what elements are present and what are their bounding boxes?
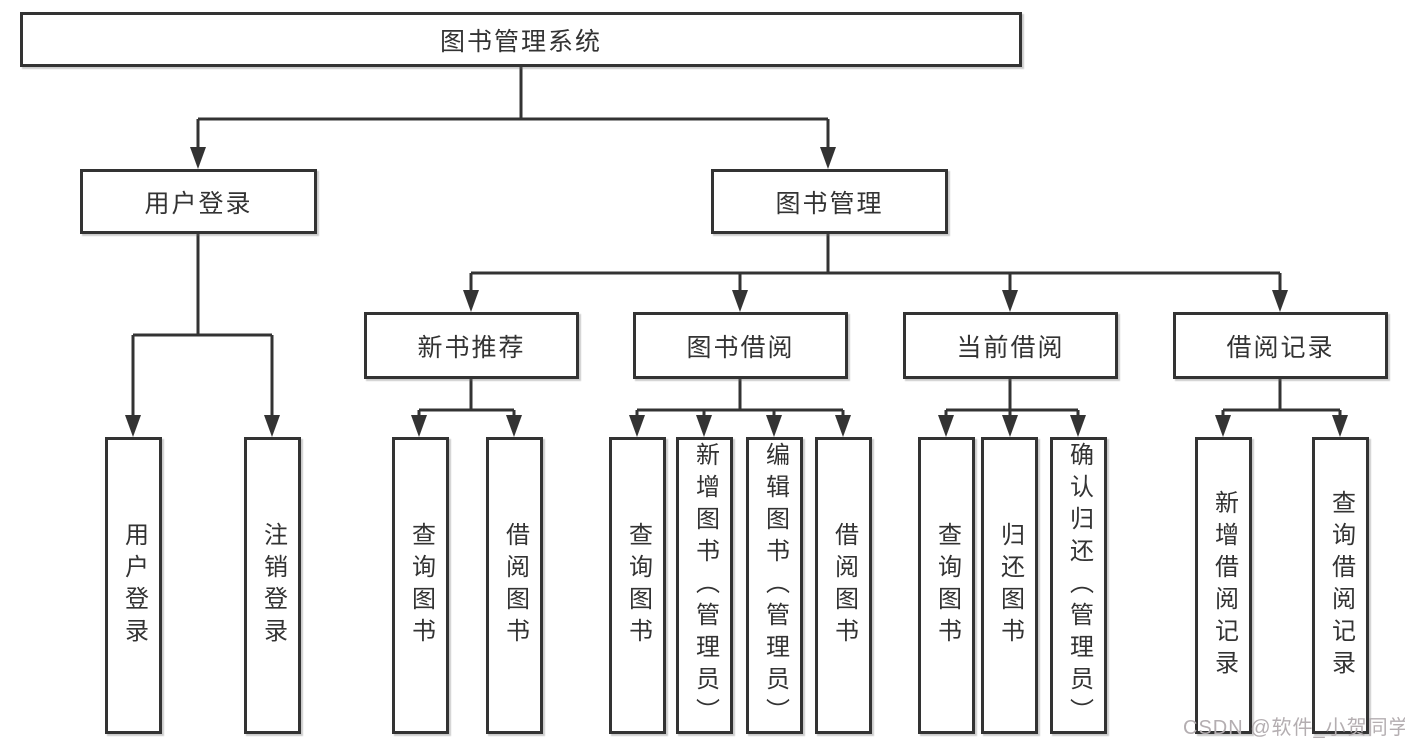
node-current-borrowing-label: 当前借阅 xyxy=(956,333,1065,362)
leaf-return-book: 归还图书 xyxy=(981,437,1038,734)
node-root-system: 图书管理系统 xyxy=(20,12,1022,67)
leaf-borrow-books-label: 借阅图书 xyxy=(830,521,858,650)
leaf-query-books-current-label: 查询图书 xyxy=(933,521,961,650)
node-new-book-recommend-label: 新书推荐 xyxy=(417,333,526,362)
leaf-edit-book-admin-label: 编辑图书（管理员） xyxy=(761,441,789,730)
node-current-borrowing: 当前借阅 xyxy=(903,312,1118,379)
leaf-query-books-current: 查询图书 xyxy=(918,437,975,734)
leaf-confirm-return-admin-label: 确认归还（管理员） xyxy=(1065,441,1093,730)
leaf-logout: 注销登录 xyxy=(244,437,301,734)
csdn-watermark: CSDN @软件_小贺同学 xyxy=(1183,717,1405,739)
leaf-borrow-books-recommend-label: 借阅图书 xyxy=(501,521,529,650)
leaf-add-borrow-record-label: 新增借阅记录 xyxy=(1210,489,1238,682)
leaf-query-books-recommend-label: 查询图书 xyxy=(407,521,435,650)
leaf-query-books-borrowing-label: 查询图书 xyxy=(624,521,652,650)
node-borrowing-records-label: 借阅记录 xyxy=(1226,333,1335,362)
node-user-login: 用户登录 xyxy=(80,169,317,234)
node-borrowing-records: 借阅记录 xyxy=(1173,312,1388,379)
leaf-add-book-admin-label: 新增图书（管理员） xyxy=(691,441,719,730)
leaf-user-login-label: 用户登录 xyxy=(120,521,148,650)
leaf-confirm-return-admin: 确认归还（管理员） xyxy=(1050,437,1107,734)
leaf-logout-label: 注销登录 xyxy=(259,521,287,650)
leaf-query-books-borrowing: 查询图书 xyxy=(609,437,666,734)
leaf-add-book-admin: 新增图书（管理员） xyxy=(676,437,733,734)
node-user-login-label: 用户登录 xyxy=(144,189,253,218)
node-root-label: 图书管理系统 xyxy=(439,27,602,56)
leaf-edit-book-admin: 编辑图书（管理员） xyxy=(746,437,803,734)
node-new-book-recommend: 新书推荐 xyxy=(364,312,579,379)
node-book-borrowing-label: 图书借阅 xyxy=(686,333,795,362)
leaf-borrow-books-recommend: 借阅图书 xyxy=(486,437,543,734)
leaf-query-borrow-record-label: 查询借阅记录 xyxy=(1327,489,1355,682)
leaf-query-borrow-record: 查询借阅记录 xyxy=(1312,437,1369,734)
node-book-borrowing: 图书借阅 xyxy=(633,312,848,379)
node-book-management: 图书管理 xyxy=(711,169,948,234)
leaf-borrow-books: 借阅图书 xyxy=(815,437,872,734)
node-book-management-label: 图书管理 xyxy=(775,189,884,218)
leaf-return-book-label: 归还图书 xyxy=(996,521,1024,650)
leaf-query-books-recommend: 查询图书 xyxy=(392,437,449,734)
leaf-add-borrow-record: 新增借阅记录 xyxy=(1195,437,1252,734)
leaf-user-login: 用户登录 xyxy=(105,437,162,734)
